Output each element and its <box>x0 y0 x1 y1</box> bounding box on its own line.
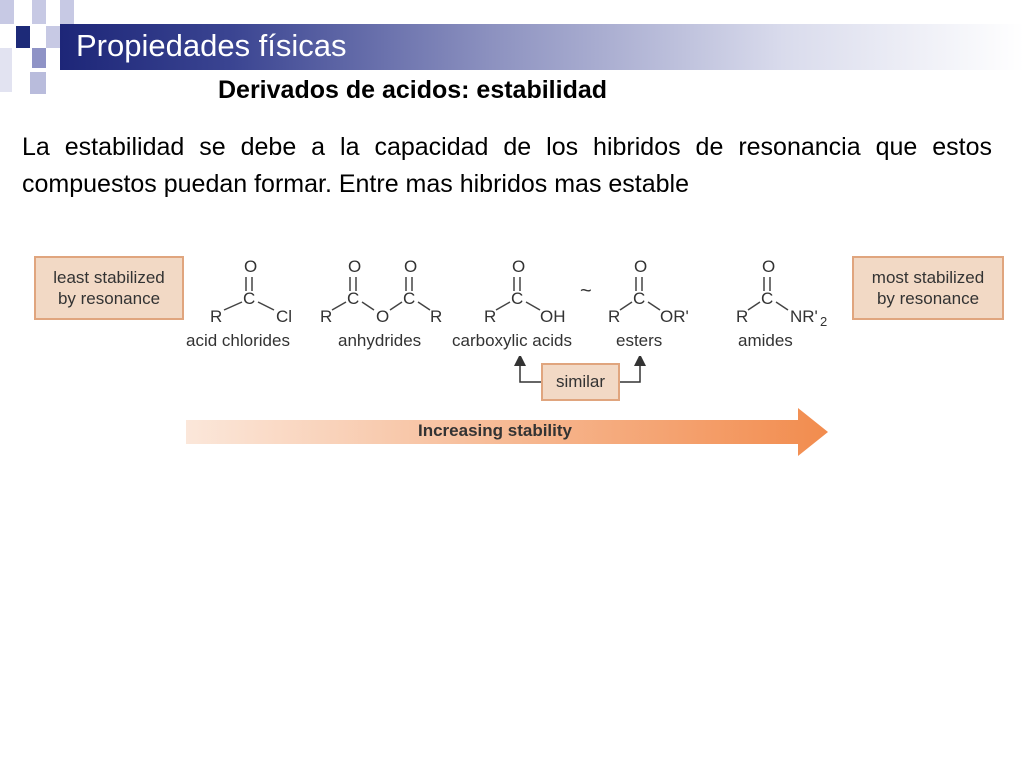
decor-square <box>16 26 30 48</box>
arrow-shape <box>186 408 828 456</box>
decor-square <box>0 0 14 24</box>
atom-o: O <box>762 257 775 276</box>
atom-c: C <box>243 289 255 308</box>
decor-square <box>46 26 60 48</box>
arrow-up-icon <box>620 356 646 383</box>
atom-o: O <box>348 257 361 276</box>
least-box-line: least stabilized <box>53 268 165 287</box>
compound-name-anhydrides: anhydrides <box>338 331 422 350</box>
similar-bracket <box>514 356 646 383</box>
most-stabilized-box: most stabilized by resonance <box>852 256 1004 320</box>
decor-square <box>32 48 46 68</box>
atom-or: OR' <box>660 307 689 324</box>
bond <box>495 301 511 311</box>
bond <box>775 301 789 311</box>
decor-square <box>0 48 12 92</box>
acid-chloride-structure: O C R Cl <box>210 257 292 324</box>
anhydride-structure: O C O C R O R <box>320 257 442 324</box>
atom-oh: OH <box>540 307 566 324</box>
atom-r: R <box>608 307 620 324</box>
page-title: Propiedades físicas <box>76 28 347 63</box>
most-box-line: most stabilized <box>871 268 985 287</box>
arrow-label: Increasing stability <box>418 421 572 440</box>
bond <box>647 301 661 311</box>
bond <box>389 301 403 311</box>
atom-r: R <box>736 307 748 326</box>
atom-r: R <box>210 307 222 324</box>
carboxylic-acid-structure: O C R OH <box>484 257 566 324</box>
atom-c: C <box>347 289 359 308</box>
decor-square <box>32 0 46 24</box>
bond <box>223 301 243 311</box>
atom-o: O <box>634 257 647 276</box>
compound-name-amides: amides <box>738 331 793 350</box>
bond <box>331 301 347 311</box>
atom-c: C <box>761 289 773 308</box>
bond <box>619 301 633 311</box>
compound-name-esters: esters <box>616 331 663 350</box>
atom-r: R <box>320 307 332 324</box>
approx-symbol: ~ <box>580 280 592 302</box>
bond <box>257 301 275 311</box>
compound-name-acid-chlorides: acid chlorides <box>186 331 290 350</box>
atom-r: R <box>430 307 442 324</box>
atom-subscript: 2 <box>820 314 827 326</box>
atom-nr: NR' <box>790 307 818 326</box>
atom-o: O <box>404 257 417 276</box>
compound-name-carboxylic-acids: carboxylic acids <box>452 331 572 350</box>
slide-subtitle: Derivados de acidos: estabilidad <box>218 76 608 104</box>
title-bar <box>60 24 1024 70</box>
atom-o-bridge: O <box>376 307 389 324</box>
atom-c: C <box>633 289 645 308</box>
atom-c: C <box>511 289 523 308</box>
atom-r: R <box>484 307 496 324</box>
body-paragraph: La estabilidad se debe a la capacidad de… <box>22 133 992 198</box>
bond <box>525 301 541 311</box>
bond <box>361 301 375 311</box>
most-box-line: by resonance <box>876 289 980 308</box>
bond <box>747 301 761 311</box>
atom-o: O <box>512 257 525 276</box>
least-box-line: by resonance <box>57 289 161 308</box>
arrow-up-icon <box>514 356 541 383</box>
atom-cl: Cl <box>276 307 292 324</box>
ester-structure: O C R OR' <box>608 257 689 324</box>
atom-o: O <box>244 257 257 276</box>
stability-arrow <box>186 408 828 456</box>
similar-box: similar <box>541 363 620 401</box>
atom-c: C <box>403 289 415 308</box>
amide-structure: O C R NR' 2 <box>736 257 827 326</box>
decor-square <box>30 72 46 94</box>
bond <box>417 301 431 311</box>
least-stabilized-box: least stabilized by resonance <box>34 256 184 320</box>
